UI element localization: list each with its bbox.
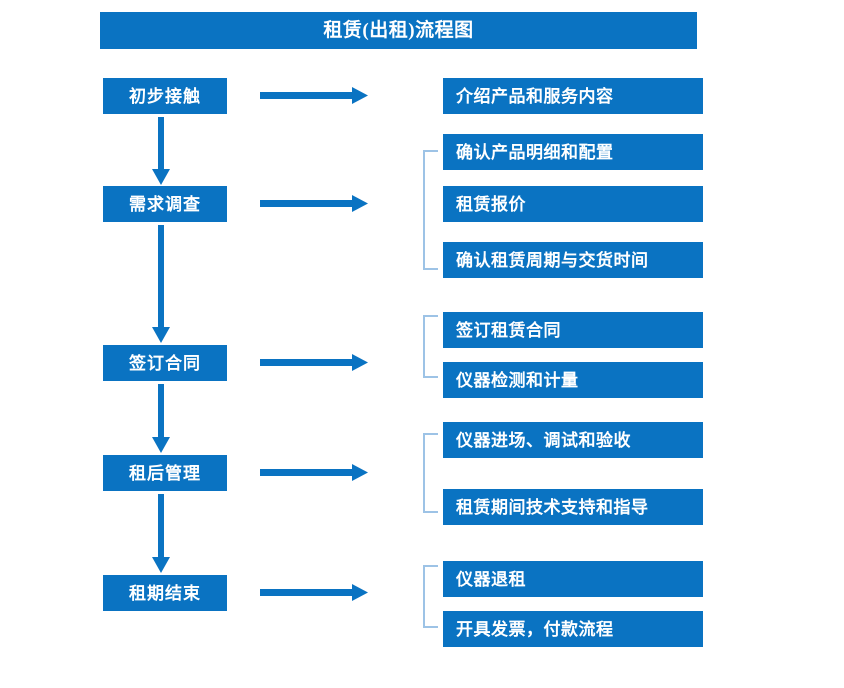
detail-box-introduce-products[interactable]: 介绍产品和服务内容 <box>443 78 703 114</box>
stage-box-demand-survey[interactable]: 需求调查 <box>103 186 227 222</box>
detail-box-rental-quote[interactable]: 租赁报价 <box>443 186 703 222</box>
detail-label: 仪器退租 <box>456 569 526 589</box>
detail-box-confirm-period[interactable]: 确认租赁周期与交货时间 <box>443 242 703 278</box>
detail-label: 租赁期间技术支持和指导 <box>456 497 649 517</box>
detail-box-confirm-spec[interactable]: 确认产品明细和配置 <box>443 134 703 170</box>
detail-box-invoice-payment[interactable]: 开具发票，付款流程 <box>443 611 703 647</box>
detail-box-instrument-return[interactable]: 仪器退租 <box>443 561 703 597</box>
detail-label: 确认租赁周期与交货时间 <box>456 250 649 270</box>
arrow-down-icon-3 <box>150 384 172 453</box>
arrow-down-icon-2 <box>150 225 172 343</box>
detail-label: 确认产品明细和配置 <box>456 142 614 162</box>
stage-label: 初步接触 <box>129 86 201 106</box>
detail-box-instrument-arrival[interactable]: 仪器进场、调试和验收 <box>443 422 703 458</box>
stage-label: 需求调查 <box>129 194 201 214</box>
stage-box-initial-contact[interactable]: 初步接触 <box>103 78 227 114</box>
arrow-down-icon-4 <box>150 494 172 573</box>
detail-label: 租赁报价 <box>456 194 526 214</box>
arrow-right-icon-1 <box>260 86 368 106</box>
arrow-right-icon-2 <box>260 194 368 214</box>
detail-box-instrument-test[interactable]: 仪器检测和计量 <box>443 362 703 398</box>
detail-label: 仪器检测和计量 <box>456 370 579 390</box>
group-bracket-icon-sign-contract <box>423 315 438 378</box>
detail-label: 介绍产品和服务内容 <box>456 86 614 106</box>
arrow-right-icon-3 <box>260 353 368 373</box>
arrow-right-icon-4 <box>260 463 368 483</box>
stage-box-lease-end[interactable]: 租期结束 <box>103 575 227 611</box>
arrow-down-icon-1 <box>150 117 172 185</box>
stage-box-sign-contract[interactable]: 签订合同 <box>103 345 227 381</box>
group-bracket-icon-lease-end <box>423 565 438 628</box>
stage-box-post-rental-mgmt[interactable]: 租后管理 <box>103 455 227 491</box>
group-bracket-icon-post-rental <box>423 433 438 513</box>
stage-label: 租后管理 <box>129 463 201 483</box>
arrow-right-icon-5 <box>260 583 368 603</box>
stage-label: 签订合同 <box>129 353 201 373</box>
detail-label: 开具发票，付款流程 <box>456 619 614 639</box>
detail-box-sign-lease-contract[interactable]: 签订租赁合同 <box>443 312 703 348</box>
page-title: 租赁(出租)流程图 <box>323 20 474 41</box>
detail-box-tech-support[interactable]: 租赁期间技术支持和指导 <box>443 489 703 525</box>
stage-label: 租期结束 <box>129 583 201 603</box>
detail-label: 签订租赁合同 <box>456 320 561 340</box>
diagram-title-bar: 租赁(出租)流程图 <box>100 12 697 49</box>
detail-label: 仪器进场、调试和验收 <box>456 430 631 450</box>
group-bracket-icon-demand-survey <box>423 150 438 270</box>
